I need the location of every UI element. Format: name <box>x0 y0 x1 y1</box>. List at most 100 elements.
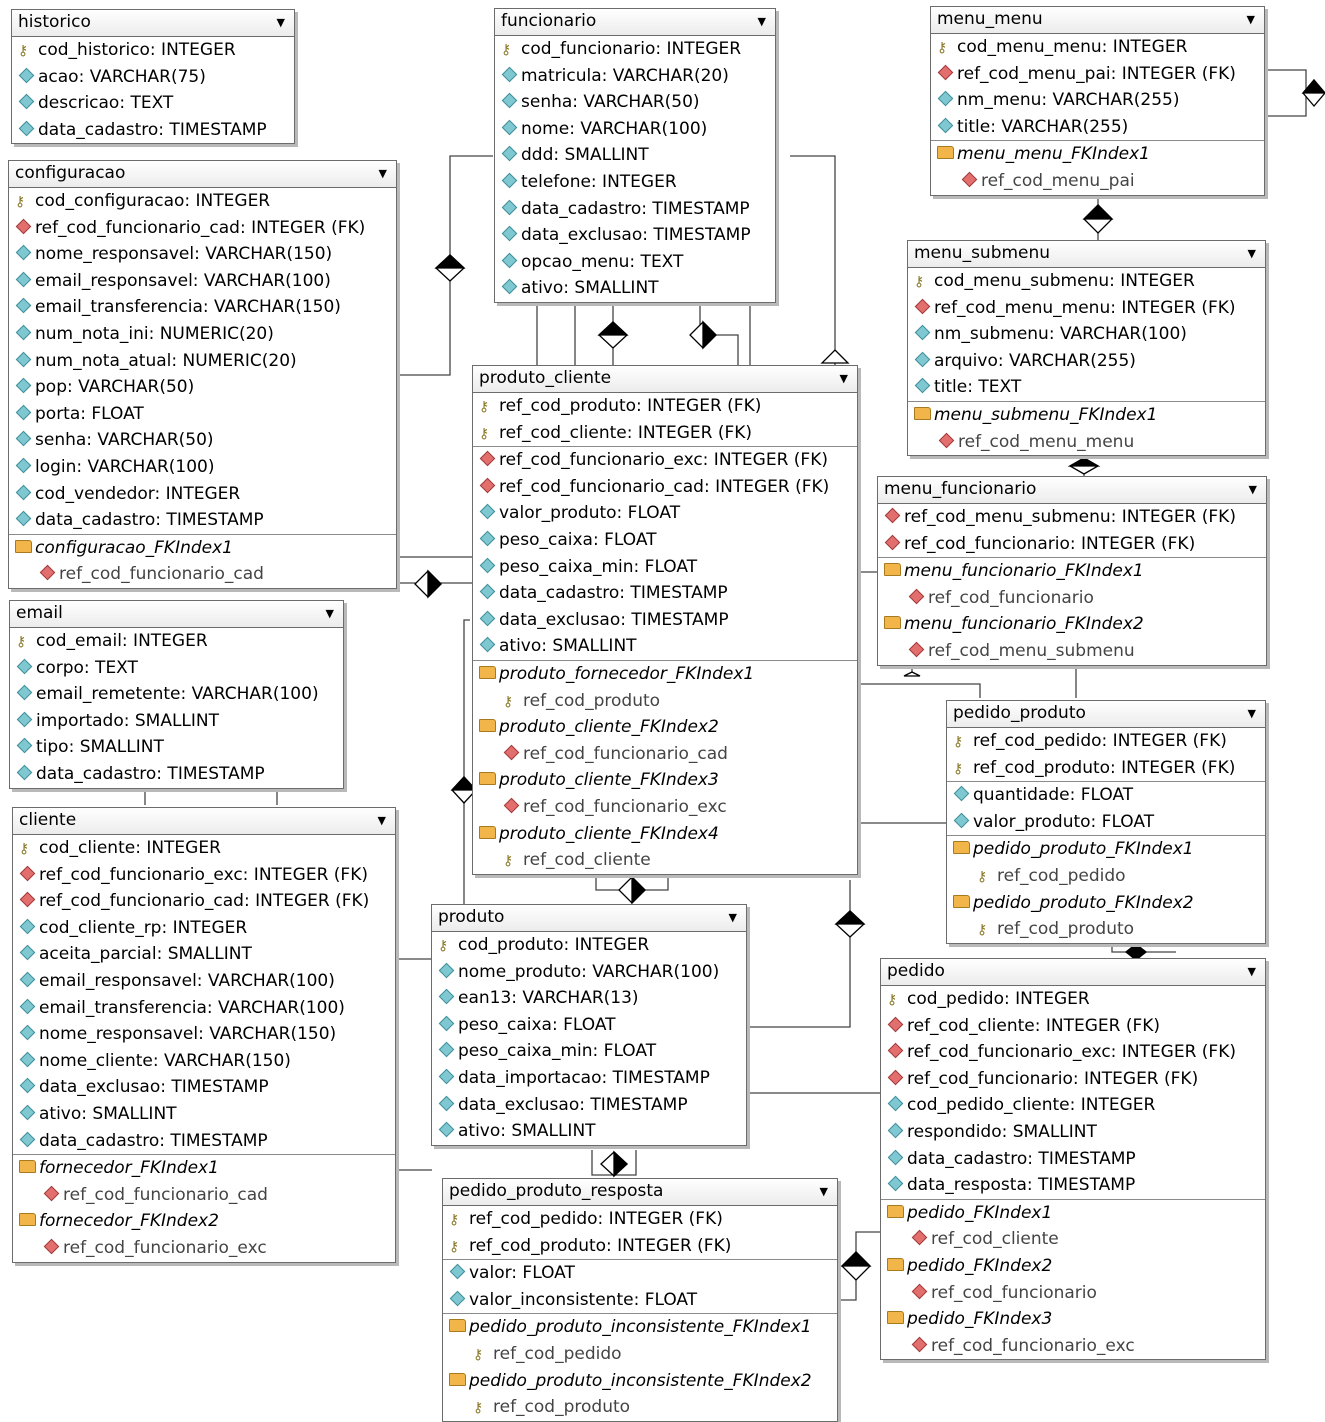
column-row[interactable]: email_transferencia: VARCHAR(100) <box>13 995 395 1022</box>
index-row[interactable]: fornecedor_FKIndex2 <box>13 1208 395 1235</box>
column-row[interactable]: ref_cod_cliente: INTEGER (FK) <box>881 1013 1265 1040</box>
table-header[interactable]: email▼ <box>10 601 343 628</box>
column-row[interactable]: data_importacao: TIMESTAMP <box>432 1065 746 1092</box>
column-row[interactable]: valor_inconsistente: FLOAT <box>443 1287 837 1314</box>
column-row[interactable]: email_responsavel: VARCHAR(100) <box>9 268 396 295</box>
table-header[interactable]: menu_menu▼ <box>931 7 1264 34</box>
column-row[interactable]: num_nota_atual: NUMERIC(20) <box>9 348 396 375</box>
table-header[interactable]: funcionario▼ <box>495 9 775 36</box>
dropdown-arrow-icon[interactable]: ▼ <box>839 372 848 385</box>
index-row[interactable]: pedido_produto_inconsistente_FKIndex2 <box>443 1368 837 1395</box>
column-row[interactable]: ref_cod_funcionario_cad <box>473 741 857 768</box>
column-row[interactable]: ⚷ref_cod_produto <box>473 688 857 715</box>
index-row[interactable]: pedido_produto_FKIndex1 <box>947 836 1265 863</box>
column-row[interactable]: importado: SMALLINT <box>10 708 343 735</box>
column-row[interactable]: ⚷ref_cod_pedido: INTEGER (FK) <box>947 728 1265 755</box>
column-row[interactable]: data_cadastro: TIMESTAMP <box>9 507 396 534</box>
dropdown-arrow-icon[interactable]: ▼ <box>1247 247 1256 260</box>
column-row[interactable]: senha: VARCHAR(50) <box>9 427 396 454</box>
index-row[interactable]: produto_cliente_FKIndex2 <box>473 714 857 741</box>
column-row[interactable]: ref_cod_funcionario_cad <box>9 561 396 588</box>
index-row[interactable]: menu_funcionario_FKIndex2 <box>878 611 1266 638</box>
column-row[interactable]: valor_produto: FLOAT <box>947 809 1265 836</box>
column-row[interactable]: ⚷cod_produto: INTEGER <box>432 932 746 959</box>
column-row[interactable]: title: VARCHAR(255) <box>931 114 1264 141</box>
column-row[interactable]: ref_cod_menu_submenu: INTEGER (FK) <box>878 504 1266 531</box>
column-row[interactable]: ref_cod_funcionario_cad <box>13 1182 395 1209</box>
index-row[interactable]: menu_submenu_FKIndex1 <box>908 402 1265 429</box>
column-row[interactable]: ⚷cod_menu_menu: INTEGER <box>931 34 1264 61</box>
column-row[interactable]: ativo: SMALLINT <box>432 1118 746 1145</box>
column-row[interactable]: ⚷ref_cod_pedido <box>947 863 1265 890</box>
column-row[interactable]: ref_cod_cliente <box>881 1226 1265 1253</box>
index-row[interactable]: pedido_FKIndex1 <box>881 1200 1265 1227</box>
index-row[interactable]: produto_cliente_FKIndex4 <box>473 821 857 848</box>
column-row[interactable]: nome_produto: VARCHAR(100) <box>432 959 746 986</box>
column-row[interactable]: nm_submenu: VARCHAR(100) <box>908 321 1265 348</box>
column-row[interactable]: ean13: VARCHAR(13) <box>432 985 746 1012</box>
index-row[interactable]: pedido_produto_FKIndex2 <box>947 890 1265 917</box>
column-row[interactable]: ⚷cod_historico: INTEGER <box>12 37 294 64</box>
dropdown-arrow-icon[interactable]: ▼ <box>1246 13 1255 26</box>
column-row[interactable]: opcao_menu: TEXT <box>495 249 775 276</box>
column-row[interactable]: acao: VARCHAR(75) <box>12 64 294 91</box>
table-header[interactable]: menu_funcionario▼ <box>878 477 1266 504</box>
table-menu-funcionario[interactable]: menu_funcionario▼ref_cod_menu_submenu: I… <box>877 476 1267 666</box>
column-row[interactable]: nome: VARCHAR(100) <box>495 116 775 143</box>
column-row[interactable]: cod_vendedor: INTEGER <box>9 481 396 508</box>
column-row[interactable]: respondido: SMALLINT <box>881 1119 1265 1146</box>
dropdown-arrow-icon[interactable]: ▼ <box>325 607 334 620</box>
column-row[interactable]: ⚷ref_cod_pedido <box>443 1341 837 1368</box>
index-row[interactable]: produto_cliente_FKIndex3 <box>473 767 857 794</box>
column-row[interactable]: data_cadastro: TIMESTAMP <box>10 761 343 788</box>
column-row[interactable]: pop: VARCHAR(50) <box>9 374 396 401</box>
column-row[interactable]: ⚷ref_cod_produto: INTEGER (FK) <box>473 393 857 420</box>
column-row[interactable]: ⚷ref_cod_pedido: INTEGER (FK) <box>443 1206 837 1233</box>
column-row[interactable]: ⚷cod_cliente: INTEGER <box>13 835 395 862</box>
column-row[interactable]: ref_cod_funcionario <box>878 585 1266 612</box>
column-row[interactable]: num_nota_ini: NUMERIC(20) <box>9 321 396 348</box>
column-row[interactable]: ref_cod_funcionario_cad: INTEGER (FK) <box>9 215 396 242</box>
index-row[interactable]: pedido_FKIndex2 <box>881 1253 1265 1280</box>
column-row[interactable]: email_responsavel: VARCHAR(100) <box>13 968 395 995</box>
table-header[interactable]: historico▼ <box>12 10 294 37</box>
column-row[interactable]: ativo: SMALLINT <box>495 275 775 302</box>
column-row[interactable]: ref_cod_funcionario_exc: INTEGER (FK) <box>881 1039 1265 1066</box>
column-row[interactable]: email_transferencia: VARCHAR(150) <box>9 294 396 321</box>
column-row[interactable]: ref_cod_funcionario <box>881 1280 1265 1307</box>
column-row[interactable]: ref_cod_funcionario_exc <box>881 1333 1265 1360</box>
column-row[interactable]: tipo: SMALLINT <box>10 734 343 761</box>
column-row[interactable]: peso_caixa_min: FLOAT <box>473 554 857 581</box>
column-row[interactable]: ⚷ref_cod_cliente: INTEGER (FK) <box>473 420 857 447</box>
column-row[interactable]: cod_cliente_rp: INTEGER <box>13 915 395 942</box>
dropdown-arrow-icon[interactable]: ▼ <box>728 911 737 924</box>
column-row[interactable]: valor_produto: FLOAT <box>473 500 857 527</box>
column-row[interactable]: ref_cod_funcionario_exc <box>473 794 857 821</box>
index-row[interactable]: fornecedor_FKIndex1 <box>13 1155 395 1182</box>
column-row[interactable]: data_resposta: TIMESTAMP <box>881 1172 1265 1199</box>
dropdown-arrow-icon[interactable]: ▼ <box>1248 483 1257 496</box>
column-row[interactable]: peso_caixa: FLOAT <box>473 527 857 554</box>
column-row[interactable]: ref_cod_menu_menu: INTEGER (FK) <box>908 295 1265 322</box>
table-pedido-produto[interactable]: pedido_produto▼⚷ref_cod_pedido: INTEGER … <box>946 700 1266 944</box>
column-row[interactable]: peso_caixa: FLOAT <box>432 1012 746 1039</box>
column-row[interactable]: data_cadastro: TIMESTAMP <box>12 117 294 144</box>
index-row[interactable]: configuracao_FKIndex1 <box>9 535 396 562</box>
index-row[interactable]: pedido_produto_inconsistente_FKIndex1 <box>443 1314 837 1341</box>
column-row[interactable]: ativo: SMALLINT <box>13 1101 395 1128</box>
table-pedido-produto-resposta[interactable]: pedido_produto_resposta▼⚷ref_cod_pedido:… <box>442 1178 838 1422</box>
column-row[interactable]: data_cadastro: TIMESTAMP <box>495 196 775 223</box>
column-row[interactable]: ddd: SMALLINT <box>495 142 775 169</box>
column-row[interactable]: ⚷cod_configuracao: INTEGER <box>9 188 396 215</box>
dropdown-arrow-icon[interactable]: ▼ <box>377 814 386 827</box>
column-row[interactable]: ⚷ref_cod_produto: INTEGER (FK) <box>947 755 1265 782</box>
column-row[interactable]: aceita_parcial: SMALLINT <box>13 941 395 968</box>
column-row[interactable]: ativo: SMALLINT <box>473 633 857 660</box>
column-row[interactable]: descricao: TEXT <box>12 90 294 117</box>
